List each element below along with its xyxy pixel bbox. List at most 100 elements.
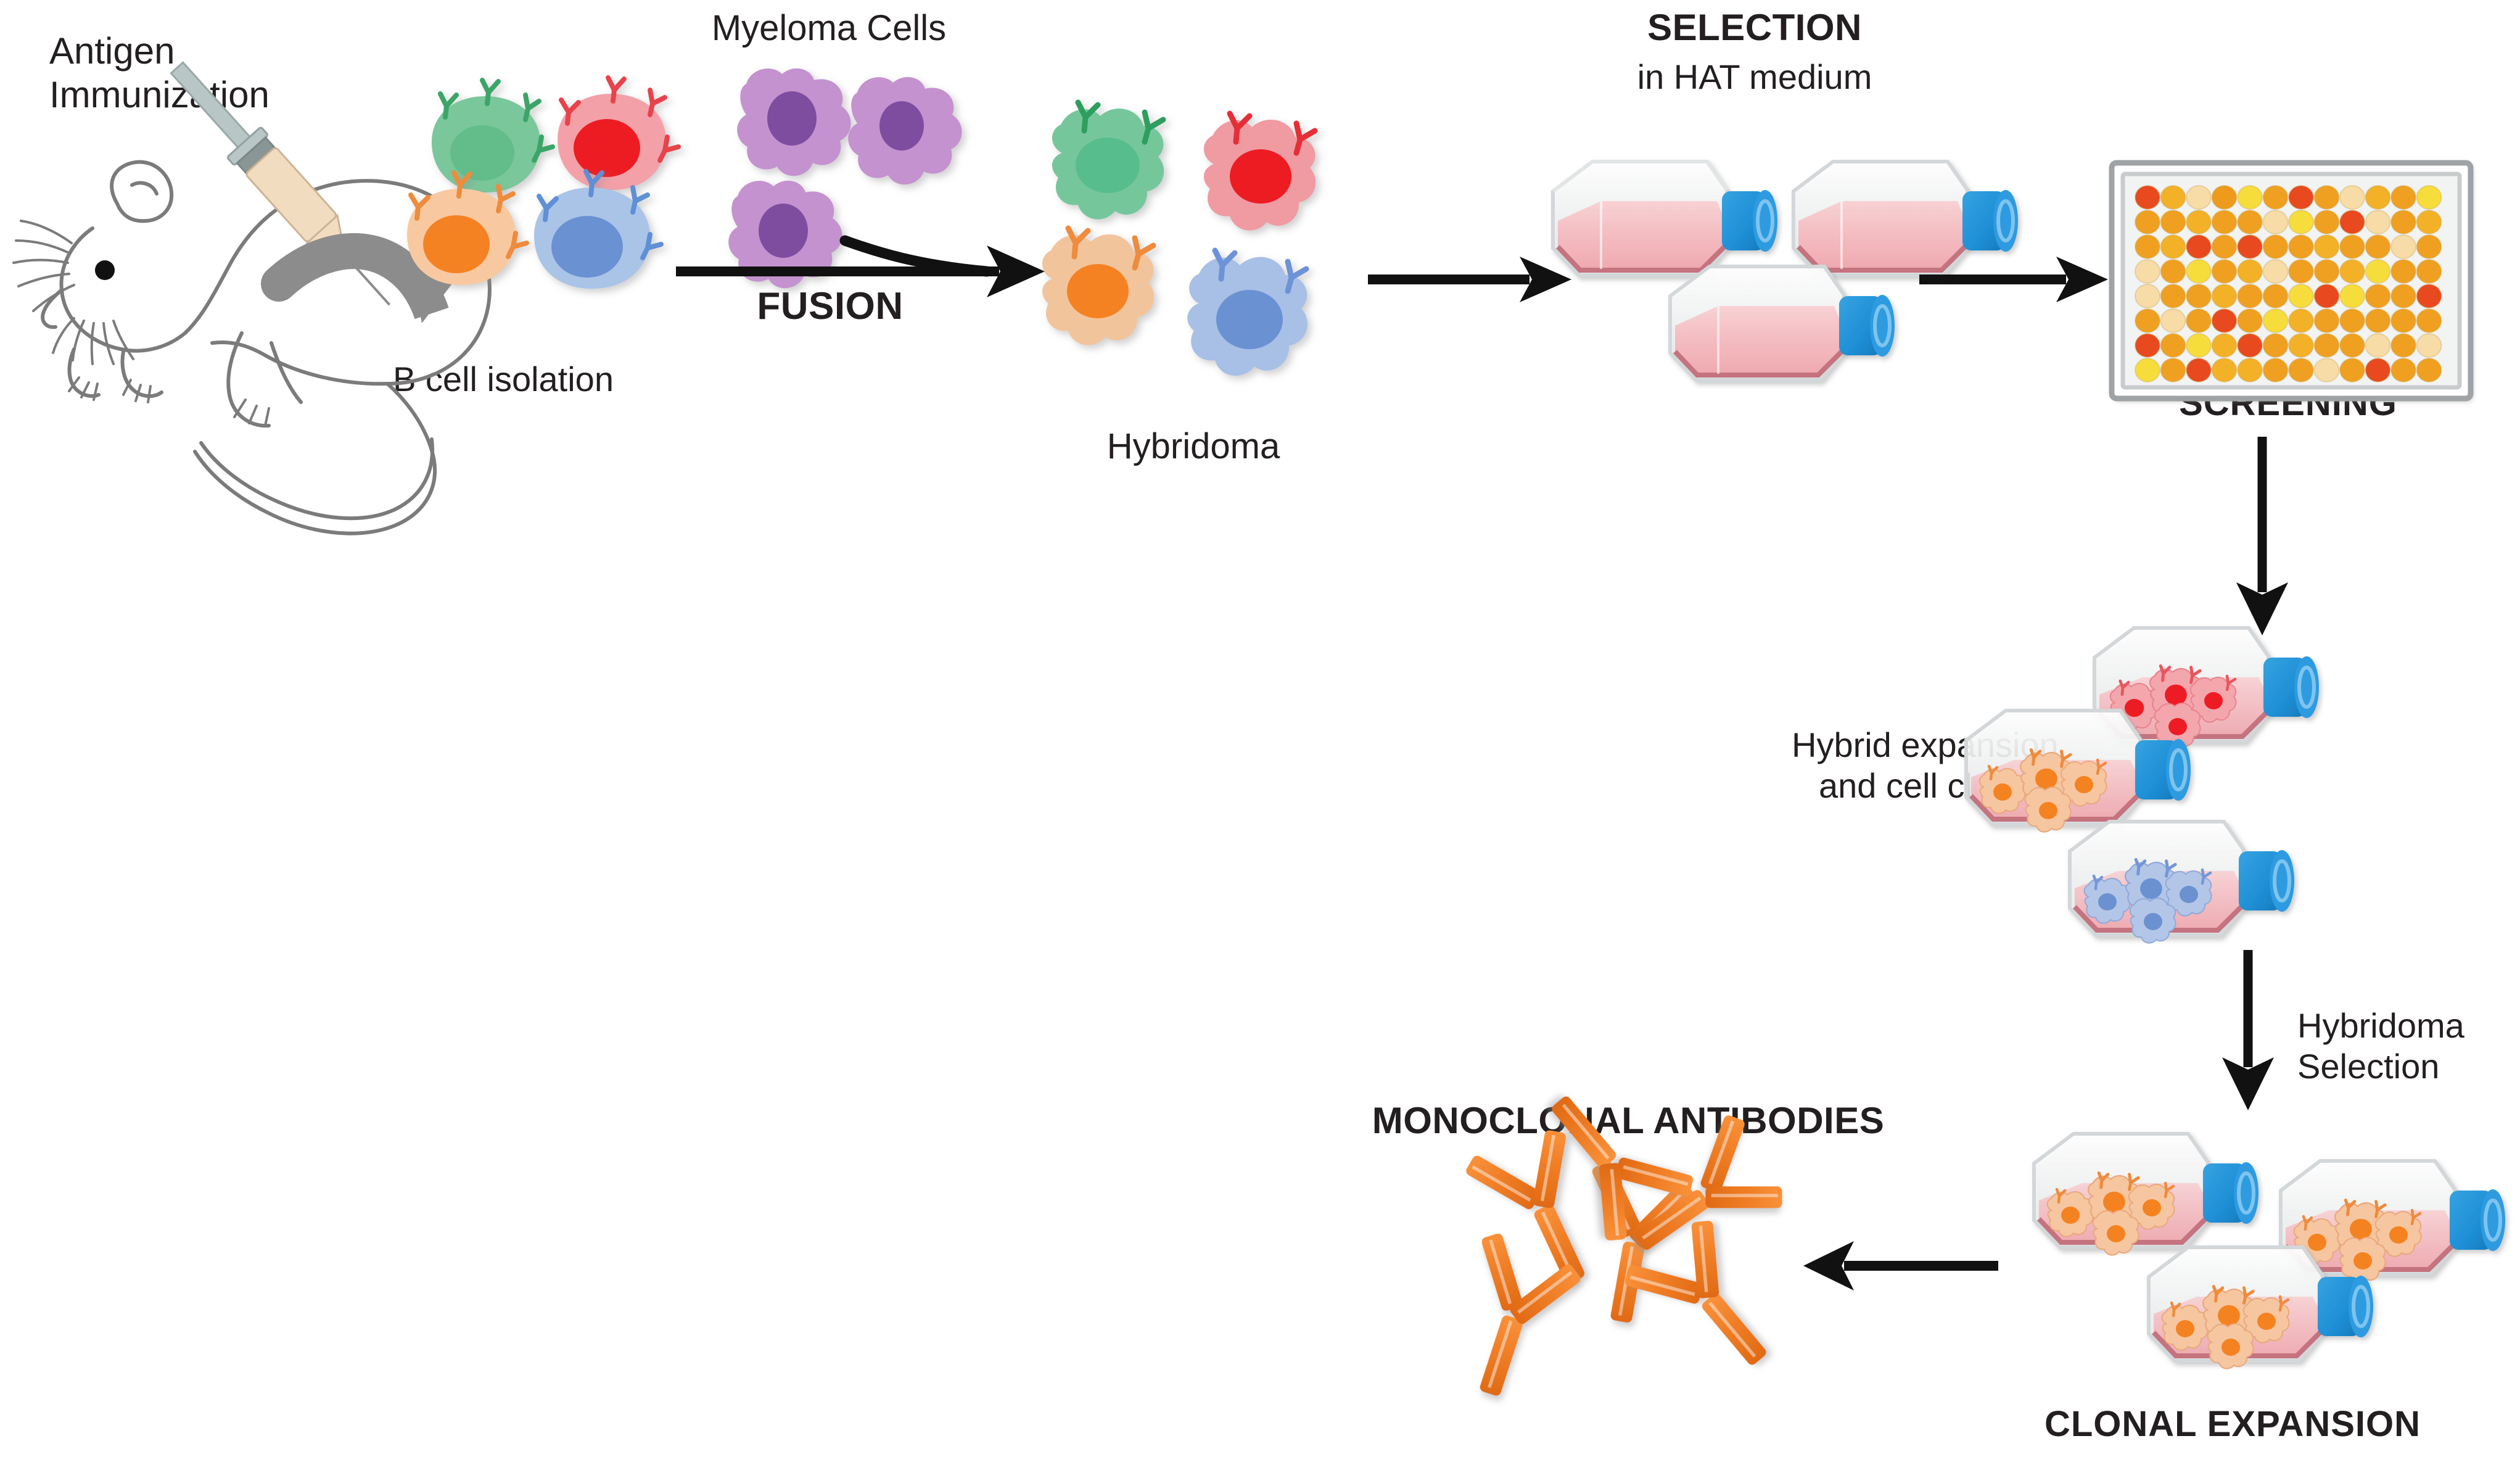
microplate-well[interactable] xyxy=(2160,308,2186,333)
microplate-well[interactable] xyxy=(2365,234,2391,259)
microplate-well[interactable] xyxy=(2365,333,2391,358)
microplate-well[interactable] xyxy=(2390,308,2416,333)
microplate-well[interactable] xyxy=(2390,333,2416,358)
microplate-well[interactable] xyxy=(2160,284,2186,308)
microplate-well[interactable] xyxy=(2262,210,2289,234)
microplate-well[interactable] xyxy=(2211,284,2238,308)
microplate-well[interactable] xyxy=(2237,234,2263,259)
microplate-well[interactable] xyxy=(2416,185,2442,210)
microplate-well[interactable] xyxy=(2211,210,2238,234)
microplate-well[interactable] xyxy=(2339,185,2365,210)
microplate-well[interactable] xyxy=(2135,308,2160,333)
microplate-well[interactable] xyxy=(2237,185,2263,210)
microplate-well[interactable] xyxy=(2237,210,2263,234)
microplate-well[interactable] xyxy=(2365,185,2391,210)
microplate-well[interactable] xyxy=(2211,308,2238,333)
microplate-well[interactable] xyxy=(2365,308,2391,333)
microplate-well[interactable] xyxy=(2186,210,2212,234)
microplate-well[interactable] xyxy=(2211,259,2238,284)
microplate-well[interactable] xyxy=(2262,234,2289,259)
microplate-well[interactable] xyxy=(2390,259,2416,284)
microplate-well[interactable] xyxy=(2288,308,2314,333)
microplate-well[interactable] xyxy=(2365,259,2391,284)
microplate-well[interactable] xyxy=(2160,185,2186,210)
microplate-well[interactable] xyxy=(2313,234,2340,259)
microplate-well[interactable] xyxy=(2288,210,2314,234)
microplate-well[interactable] xyxy=(2135,333,2160,358)
microplate-well[interactable] xyxy=(2365,358,2391,382)
microplate-well[interactable] xyxy=(2237,358,2263,382)
microplate-well[interactable] xyxy=(2186,333,2212,358)
microplate-well[interactable] xyxy=(2262,185,2289,210)
microplate-well[interactable] xyxy=(2365,284,2391,308)
microplate-well[interactable] xyxy=(2416,259,2442,284)
microplate-well[interactable] xyxy=(2416,358,2442,382)
microplate-well[interactable] xyxy=(2416,234,2442,259)
microplate-well[interactable] xyxy=(2160,259,2186,284)
microplate-well[interactable] xyxy=(2288,185,2314,210)
microplate-well[interactable] xyxy=(2416,284,2442,308)
microplate-well[interactable] xyxy=(2211,185,2238,210)
microplate-well[interactable] xyxy=(2186,259,2212,284)
microplate-well[interactable] xyxy=(2313,358,2340,382)
microplate-well[interactable] xyxy=(2186,308,2212,333)
microplate-well[interactable] xyxy=(2339,210,2365,234)
microplate-well[interactable] xyxy=(2390,358,2416,382)
microplate-well[interactable] xyxy=(2339,358,2365,382)
microplate-well[interactable] xyxy=(2365,210,2391,234)
microplate-well[interactable] xyxy=(2313,284,2340,308)
microplate-well[interactable] xyxy=(2135,185,2160,210)
microplate-well[interactable] xyxy=(2211,234,2238,259)
microplate-well[interactable] xyxy=(2416,308,2442,333)
microplate-well[interactable] xyxy=(2186,185,2212,210)
microplate-well[interactable] xyxy=(2339,284,2365,308)
hybridoma-cell-group xyxy=(1042,99,1318,376)
microplate-well[interactable] xyxy=(2186,234,2212,259)
microplate-well[interactable] xyxy=(2262,333,2289,358)
microplate-well[interactable] xyxy=(2313,333,2340,358)
microplate-well[interactable] xyxy=(2186,284,2212,308)
microplate-well[interactable] xyxy=(2160,210,2186,234)
microplate-well[interactable] xyxy=(2262,358,2289,382)
microplate-well[interactable] xyxy=(2135,284,2160,308)
microplate-well[interactable] xyxy=(2390,284,2416,308)
microplate-well[interactable] xyxy=(2237,259,2263,284)
microplate-well[interactable] xyxy=(2390,234,2416,259)
microplate-well[interactable] xyxy=(2135,358,2160,382)
microplate-well[interactable] xyxy=(2237,284,2263,308)
microplate-well[interactable] xyxy=(2288,234,2314,259)
antibody-group xyxy=(1466,1096,1782,1396)
microplate-well[interactable] xyxy=(2262,259,2289,284)
microplate-well[interactable] xyxy=(2135,234,2160,259)
microplate-well[interactable] xyxy=(2339,308,2365,333)
microplate-well[interactable] xyxy=(2135,210,2160,234)
microplate-well[interactable] xyxy=(2313,185,2340,210)
red-hybridoma xyxy=(1203,110,1318,231)
microplate-well[interactable] xyxy=(2211,358,2238,382)
microplate-well[interactable] xyxy=(2416,210,2442,234)
microplate-well[interactable] xyxy=(2313,210,2340,234)
microplate-well[interactable] xyxy=(2160,358,2186,382)
microplate-well[interactable] xyxy=(2416,333,2442,358)
microplate-well[interactable] xyxy=(2160,234,2186,259)
microplate-well[interactable] xyxy=(2339,234,2365,259)
microplate-well[interactable] xyxy=(2390,185,2416,210)
microplate-well[interactable] xyxy=(2313,308,2340,333)
expansion-cells-orange xyxy=(1979,748,2107,833)
microplate-well[interactable] xyxy=(2313,259,2340,284)
microplate-well[interactable] xyxy=(2288,284,2314,308)
microplate-well[interactable] xyxy=(2288,333,2314,358)
microplate-well[interactable] xyxy=(2237,308,2263,333)
microplate-well[interactable] xyxy=(2390,210,2416,234)
microplate-well[interactable] xyxy=(2339,333,2365,358)
microplate-well[interactable] xyxy=(2262,284,2289,308)
microplate-well[interactable] xyxy=(2339,259,2365,284)
microplate-well[interactable] xyxy=(2160,333,2186,358)
microplate-well[interactable] xyxy=(2135,259,2160,284)
microplate-well[interactable] xyxy=(2262,308,2289,333)
microplate-well[interactable] xyxy=(2288,358,2314,382)
microplate-well[interactable] xyxy=(2186,358,2212,382)
microplate-well[interactable] xyxy=(2211,333,2238,358)
microplate-well[interactable] xyxy=(2237,333,2263,358)
microplate-well[interactable] xyxy=(2288,259,2314,284)
